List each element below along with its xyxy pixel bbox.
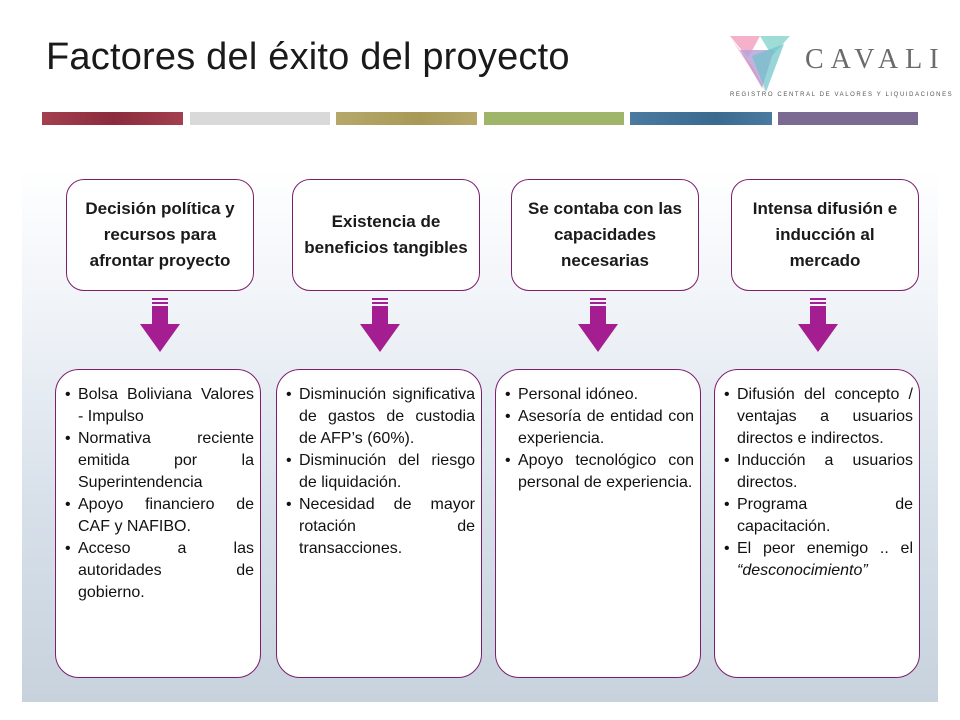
stripe-5 <box>630 112 772 125</box>
factor-header-1: Decisión política y recursos para afront… <box>66 179 254 291</box>
list-item: Disminución significativa de gastos de c… <box>286 384 475 450</box>
factor-detail-3: Personal idóneo. Asesoría de entidad con… <box>495 369 701 678</box>
list-item-text: El peor enemigo .. el <box>737 540 913 557</box>
page-title: Factores del éxito del proyecto <box>46 36 570 78</box>
factor-detail-2: Disminución significativa de gastos de c… <box>276 369 482 678</box>
factor-header-2: Existencia de beneficios tangibles <box>292 179 480 291</box>
cavali-logo-icon <box>730 36 790 92</box>
list-item: Inducción a usuarios directos. <box>724 450 913 494</box>
list-item: Apoyo financiero de CAF y NAFIBO. <box>65 494 254 538</box>
down-arrow-icon <box>140 298 180 352</box>
list-item: Necesidad de mayor rotación de transacci… <box>286 494 475 560</box>
factor-detail-4: Difusión del concepto / ventajas a usuar… <box>714 369 920 678</box>
down-arrow-icon <box>360 298 400 352</box>
list-item: Bolsa Boliviana Valores - Impulso <box>65 384 254 428</box>
factor-header-4: Intensa difusión e inducción al mercado <box>731 179 919 291</box>
logo-wordmark: CAVALI <box>805 44 946 75</box>
stripe-2 <box>190 112 330 125</box>
stripe-3 <box>336 112 477 125</box>
list-item: Personal idóneo. <box>505 384 694 406</box>
emphasis-text: “desconocimiento” <box>737 562 868 579</box>
logo-subtitle: REGISTRO CENTRAL DE VALORES Y LIQUIDACIO… <box>730 92 954 98</box>
list-item: El peor enemigo .. el “desconocimiento” <box>724 538 913 582</box>
list-item: Apoyo tecnológico con personal de experi… <box>505 450 694 494</box>
stripe-6 <box>778 112 918 125</box>
list-item: Difusión del concepto / ventajas a usuar… <box>724 384 913 450</box>
factor-detail-1: Bolsa Boliviana Valores - Impulso Normat… <box>55 369 261 678</box>
list-item: Normativa reciente emitida por la Superi… <box>65 428 254 494</box>
factor-header-3: Se contaba con las capacidades necesaria… <box>511 179 699 291</box>
down-arrow-icon <box>578 298 618 352</box>
stripe-1 <box>42 112 183 125</box>
down-arrow-icon <box>798 298 838 352</box>
list-item: Asesoría de entidad con experiencia. <box>505 406 694 450</box>
list-item: Disminución del riesgo de liquidación. <box>286 450 475 494</box>
list-item: Programa de capacitación. <box>724 494 913 538</box>
stripe-4 <box>484 112 624 125</box>
list-item: Acceso a las autoridades de gobierno. <box>65 538 254 604</box>
